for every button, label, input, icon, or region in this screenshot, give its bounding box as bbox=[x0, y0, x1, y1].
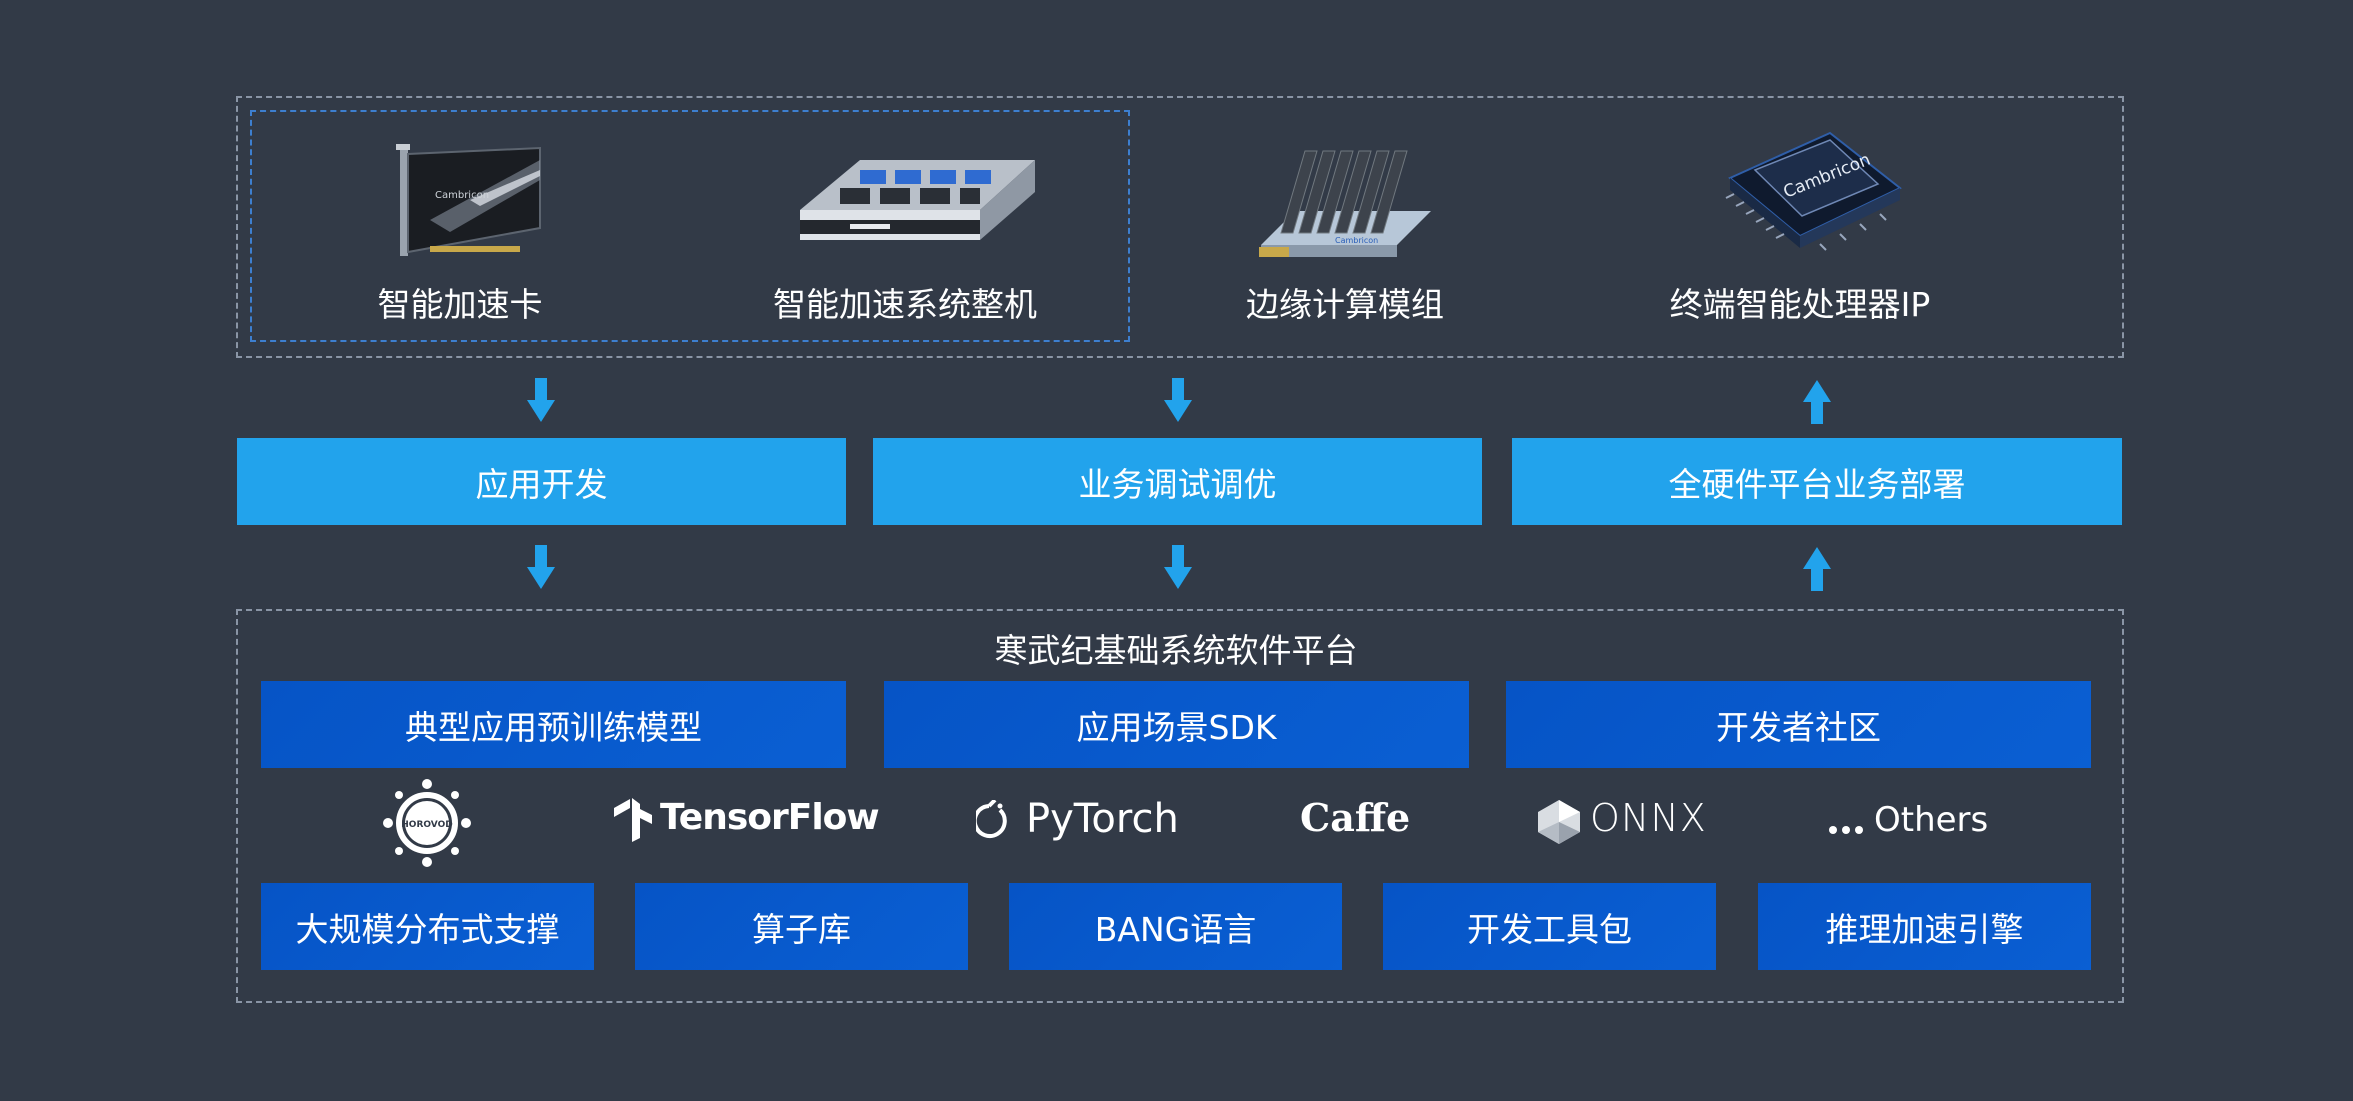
arrow-down-icon bbox=[1164, 378, 1192, 424]
bar-business-tuning: 业务调试调优 bbox=[873, 438, 1482, 525]
pytorch-logo-icon bbox=[972, 798, 1010, 846]
pytorch-label: PyTorch bbox=[1026, 796, 1179, 842]
box-inference-engine: 推理加速引擎 bbox=[1758, 883, 2091, 970]
caffe-label: Caffe bbox=[1300, 795, 1411, 840]
arrow-up-icon bbox=[1803, 378, 1831, 424]
box-operator-library: 算子库 bbox=[635, 883, 968, 970]
svg-text:HOROVOD: HOROVOD bbox=[401, 820, 452, 830]
bar-app-development: 应用开发 bbox=[237, 438, 846, 525]
hardware-outer-frame bbox=[236, 96, 2124, 358]
hw-label-accelerator-card: 智能加速卡 bbox=[377, 285, 543, 324]
svg-text:Cambricon: Cambricon bbox=[1335, 236, 1378, 245]
hw-label-processor-ip: 终端智能处理器IP bbox=[1669, 285, 1931, 324]
accelerator-card-image: Cambricon bbox=[390, 140, 550, 265]
box-developer-community: 开发者社区 bbox=[1506, 681, 2091, 768]
box-scenario-sdk: 应用场景SDK bbox=[884, 681, 1469, 768]
processor-chip-image: Cambricon bbox=[1710, 118, 1910, 268]
platform-frame bbox=[236, 609, 2124, 1003]
hardware-inner-frame bbox=[250, 110, 1130, 342]
onnx-label: ONNX bbox=[1590, 796, 1707, 840]
horovod-logo-icon: HOROVOD bbox=[382, 778, 472, 868]
edge-module-image: Cambricon bbox=[1255, 135, 1435, 265]
tensorflow-label: TensorFlow bbox=[660, 797, 880, 838]
box-dev-toolkit: 开发工具包 bbox=[1383, 883, 1716, 970]
svg-text:Cambricon: Cambricon bbox=[435, 190, 489, 201]
arrow-down-icon bbox=[527, 545, 555, 591]
others-label: Others bbox=[1874, 800, 1989, 840]
arrow-up-icon bbox=[1803, 545, 1831, 591]
server-image bbox=[790, 140, 1040, 265]
more-dots-icon bbox=[1828, 820, 1864, 839]
hw-label-server: 智能加速系统整机 bbox=[773, 285, 1037, 324]
arrow-down-icon bbox=[527, 378, 555, 424]
arrow-down-icon bbox=[1164, 545, 1192, 591]
onnx-logo-icon bbox=[1536, 800, 1582, 848]
platform-title: 寒武纪基础系统软件平台 bbox=[994, 631, 1358, 670]
box-pretrained-models: 典型应用预训练模型 bbox=[261, 681, 846, 768]
box-distributed-support: 大规模分布式支撑 bbox=[261, 883, 594, 970]
bar-full-deployment: 全硬件平台业务部署 bbox=[1512, 438, 2122, 525]
box-bang-language: BANG语言 bbox=[1009, 883, 1342, 970]
tensorflow-logo-icon bbox=[614, 798, 654, 846]
hw-label-edge-module: 边缘计算模组 bbox=[1246, 285, 1444, 324]
